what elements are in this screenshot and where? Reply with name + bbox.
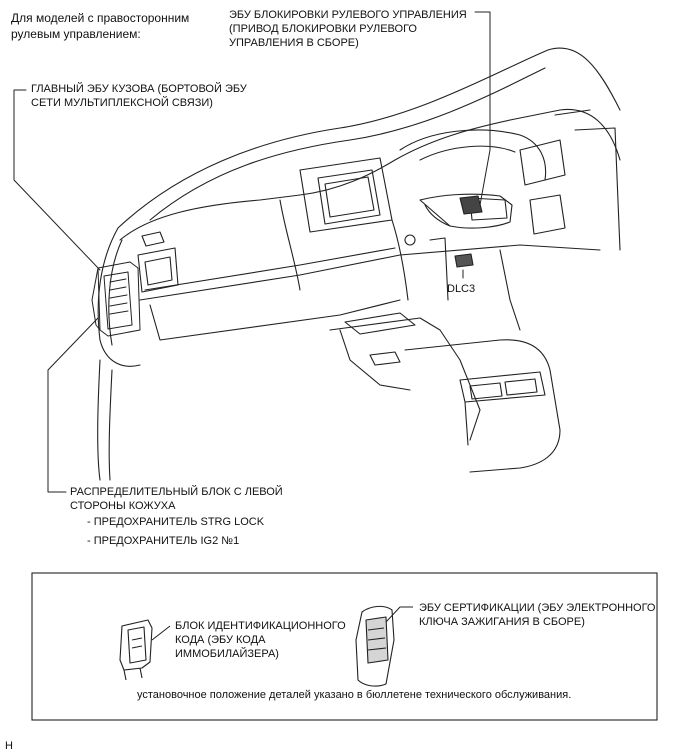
header-line-1: Для моделей с правосторонним bbox=[11, 11, 190, 25]
steering-ecu-label-2: (ПРИВОД БЛОКИРОВКИ РУЛЕВОГО bbox=[229, 23, 417, 35]
left-side-panel bbox=[97, 227, 141, 367]
figure-code: H bbox=[5, 740, 13, 752]
main-body-ecu-label-2: СЕТИ МУЛЬТИПЛЕКСНОЙ СВЯЗИ) bbox=[31, 97, 213, 109]
center-console bbox=[329, 317, 481, 441]
leader-steering-ecu bbox=[474, 11, 491, 206]
instrument-cluster bbox=[399, 129, 547, 181]
id-code-box-label-2: КОДА (ЭБУ КОДА bbox=[175, 634, 266, 646]
fuse-strg-lock-label: - ПРЕДОХРАНИТЕЛЬ STRG LOCK bbox=[87, 516, 265, 528]
steering-ecu-label-3: УПРАВЛЕНИЯ В СБОРЕ) bbox=[229, 37, 359, 49]
inset-note: установочное положение деталей указано в… bbox=[137, 689, 572, 701]
id-code-box-part bbox=[119, 619, 153, 681]
fuse-ig2-label: - ПРЕДОХРАНИТЕЛЬ IG2 №1 bbox=[87, 535, 240, 547]
leader-junction-block bbox=[47, 317, 99, 493]
leader-main-body-ecu bbox=[13, 89, 101, 271]
leader-id-code-box bbox=[151, 625, 171, 641]
dlc3-label: DLC3 bbox=[447, 283, 476, 295]
rear-console bbox=[404, 339, 561, 473]
steering-column bbox=[419, 193, 513, 229]
junction-block-label-1: РАСПРЕДЕЛИТЕЛЬНЫЙ БЛОК С ЛЕВОЙ bbox=[70, 486, 283, 498]
leader-cert-ecu bbox=[385, 606, 413, 623]
junction-block-label-2: СТОРОНЫ КОЖУХА bbox=[70, 500, 176, 512]
cert-ecu-label-2: КЛЮЧА ЗАЖИГАНИЯ В СБОРЕ) bbox=[419, 616, 585, 628]
main-body-ecu-label-1: ГЛАВНЫЙ ЭБУ КУЗОВА (БОРТОВОЙ ЭБУ bbox=[31, 83, 247, 95]
dashboard-body bbox=[119, 108, 621, 241]
header-line-2: рулевым управлением: bbox=[11, 27, 141, 41]
cert-ecu-part bbox=[355, 605, 395, 687]
id-code-box-label-3: ИММОБИЛАЙЗЕРА) bbox=[175, 648, 279, 660]
left-vent bbox=[137, 247, 179, 293]
main-body-ecu-part bbox=[91, 261, 141, 337]
steering-lock-ecu-part bbox=[459, 195, 483, 215]
id-code-box-label-1: БЛОК ИДЕНТИФИКАЦИОННОГО bbox=[175, 620, 346, 632]
inset-frame bbox=[31, 572, 658, 721]
windshield-outline bbox=[117, 47, 621, 229]
cert-ecu-label-1: ЭБУ СЕРТИФИКАЦИИ (ЭБУ ЭЛЕКТРОННОГО bbox=[419, 602, 656, 614]
steering-ecu-label-1: ЭБУ БЛОКИРОВКИ РУЛЕВОГО УПРАВЛЕНИЯ bbox=[229, 9, 467, 21]
dlc3-connector bbox=[454, 253, 474, 268]
